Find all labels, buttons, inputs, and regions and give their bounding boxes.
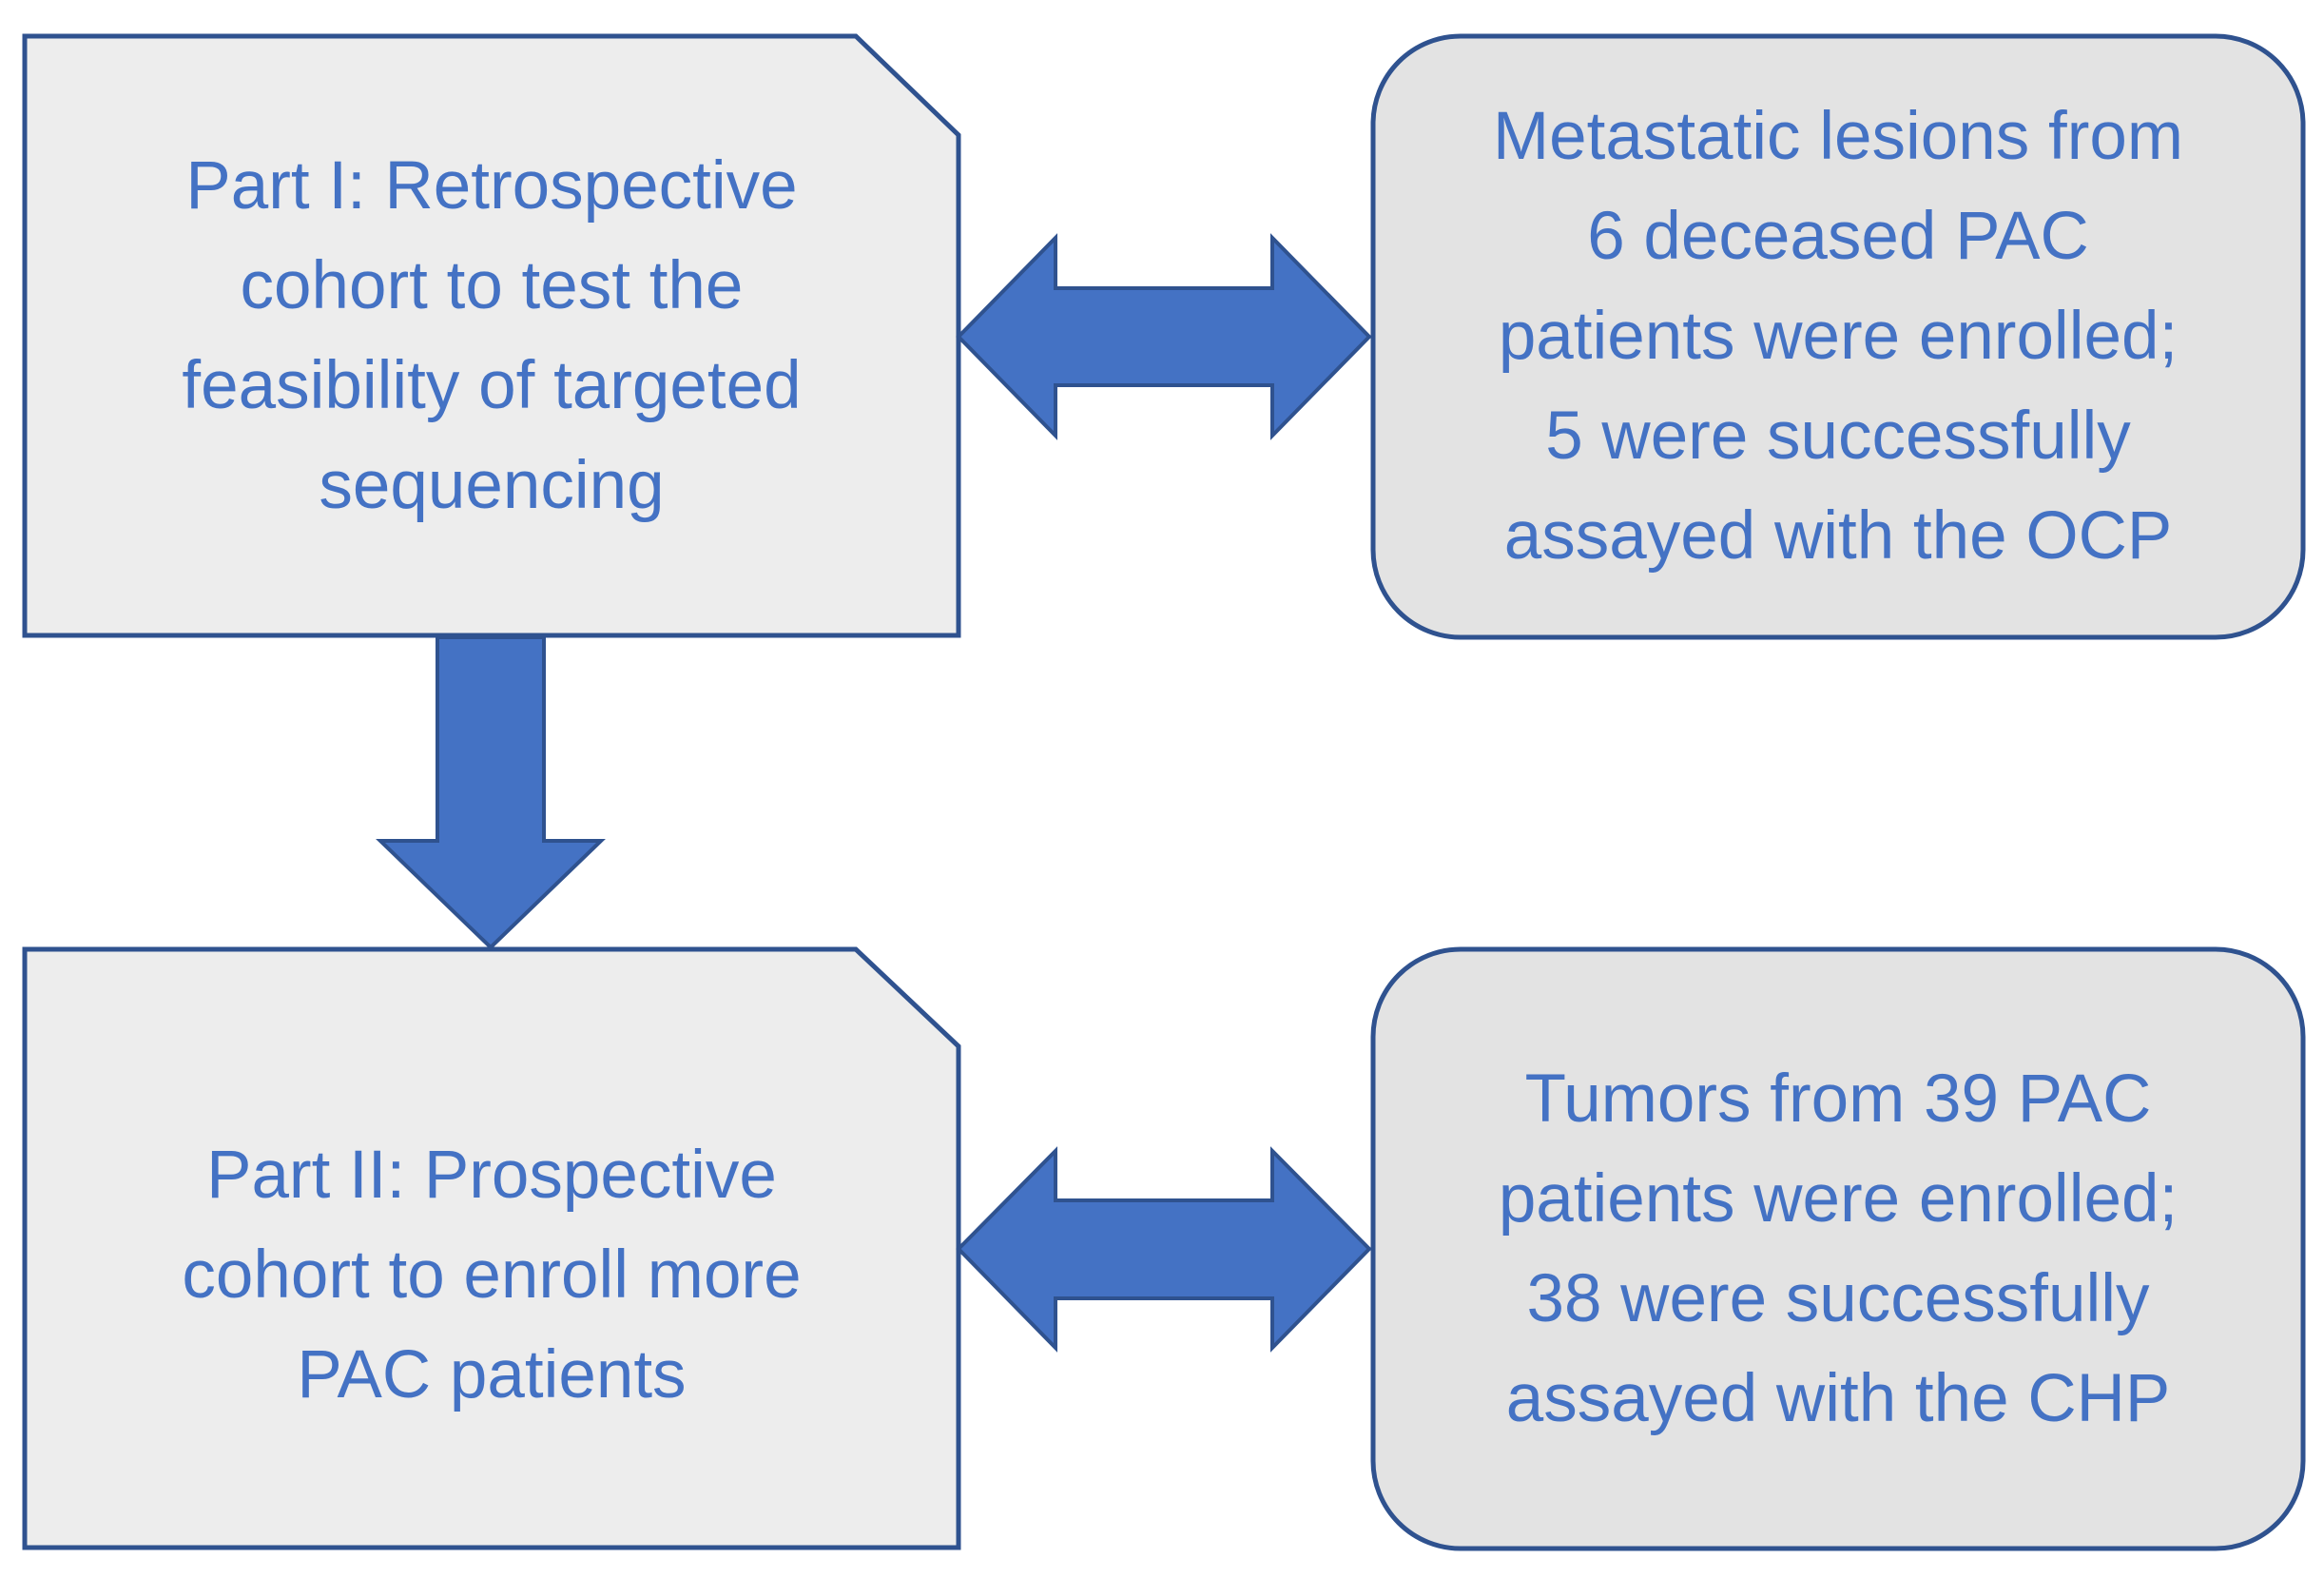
- double-arrow-part1: [956, 233, 1372, 440]
- label-line: feasibility of targeted: [182, 348, 802, 423]
- label-line: assayed with the CHP: [1505, 1361, 2171, 1436]
- label-line: Metastatic lesions from: [1492, 98, 2184, 174]
- part1-result-label: Metastatic lesions from 6 deceased PAC pat…: [1377, 40, 2299, 632]
- label-line: sequencing: [319, 448, 665, 523]
- label-line: patients were enrolled;: [1498, 298, 2179, 374]
- label-line: patients were enrolled;: [1498, 1161, 2179, 1237]
- part1-box: [22, 33, 961, 638]
- double-arrow-part2: [956, 1146, 1372, 1353]
- label-line: 38 were successfully: [1526, 1261, 2150, 1336]
- label-line: Part I: Retrospective: [185, 148, 798, 224]
- part2-box: [22, 946, 961, 1550]
- label-line: Tumors from 39 PAC: [1524, 1062, 2152, 1137]
- part2-label: Part II: Prospective cohort to enroll mor…: [29, 1018, 955, 1531]
- label-line: cohort to test the: [240, 248, 744, 323]
- label-line: cohort to enroll more: [182, 1237, 802, 1313]
- label-line: assayed with the OCP: [1503, 497, 2173, 574]
- label-line: 6 deceased PAC: [1587, 198, 2089, 274]
- part2-result-box: [1370, 946, 2306, 1551]
- down-arrow-part1-to-part2: [376, 635, 606, 950]
- label-line: Part II: Prospective: [206, 1137, 777, 1213]
- part1-result-box: [1370, 33, 2306, 640]
- label-line: 5 were successfully: [1545, 398, 2131, 474]
- label-line: PAC patients: [297, 1336, 687, 1412]
- part2-result-label: Tumors from 39 PAC patients were enrolled…: [1377, 953, 2299, 1545]
- part1-label: Part I: Retrospective cohort to test the f…: [29, 40, 955, 632]
